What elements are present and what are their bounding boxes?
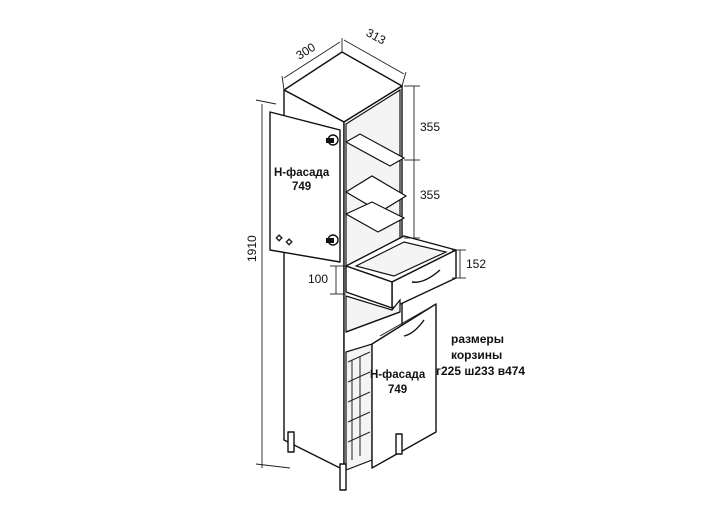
dim-width: 300 bbox=[293, 40, 318, 63]
facade-upper-label: Н-фасада bbox=[274, 167, 330, 179]
basket-note-line1: размеры bbox=[451, 332, 504, 346]
hinge-icon bbox=[326, 134, 339, 246]
basket-note-line2: корзины bbox=[451, 348, 502, 362]
basket-note-line3: г225 ш233 в474 bbox=[436, 364, 525, 378]
facade-lower-value: 749 bbox=[388, 384, 407, 396]
facade-lower-label: Н-фасада bbox=[370, 369, 426, 381]
dim-shelf-lower: 355 bbox=[420, 188, 440, 202]
dim-drawer-height: 152 bbox=[466, 257, 486, 271]
basket-slats bbox=[347, 351, 371, 460]
middle-section bbox=[345, 295, 401, 333]
shelves bbox=[344, 133, 408, 269]
svg-text:◇: ◇ bbox=[276, 233, 283, 242]
facade-upper-value: 749 bbox=[292, 181, 311, 193]
legs bbox=[287, 431, 403, 491]
dim-shelf-upper: 355 bbox=[420, 120, 440, 134]
dim-depth: 313 bbox=[364, 26, 389, 48]
dimension-lines bbox=[255, 38, 466, 469]
upper-door: ◇ ◇ bbox=[269, 111, 341, 263]
dim-drawer-offset: 100 bbox=[308, 272, 328, 286]
dim-height: 1910 bbox=[245, 235, 259, 262]
svg-text:◇: ◇ bbox=[286, 237, 293, 246]
